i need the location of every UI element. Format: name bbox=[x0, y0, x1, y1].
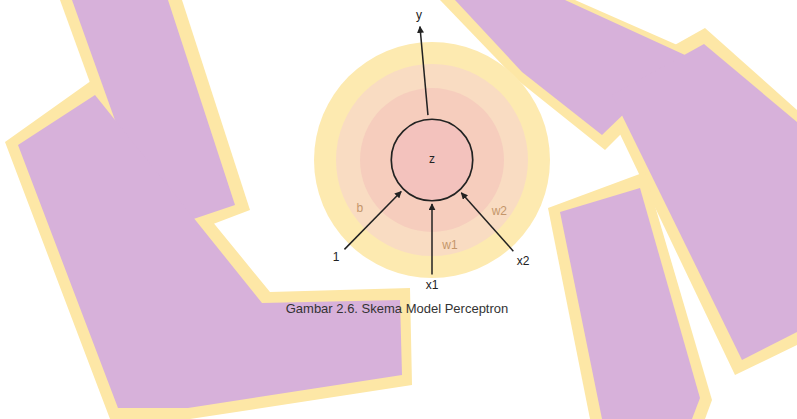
node-label: x1 bbox=[426, 279, 439, 292]
weighted-arrow bbox=[461, 193, 513, 251]
node-label: 1 bbox=[333, 251, 340, 264]
input-node: 1 bbox=[330, 249, 343, 266]
weighted-arrow bbox=[344, 191, 401, 249]
input-node: x2 bbox=[514, 253, 533, 270]
weighted-arrow bbox=[431, 204, 433, 274]
weight-label: b bbox=[356, 202, 363, 215]
weighted-arrow bbox=[420, 27, 428, 116]
node-label: x2 bbox=[517, 255, 530, 268]
node-label: y bbox=[416, 9, 422, 22]
figure-caption: Gambar 2.6. Skema Model Perceptron bbox=[286, 301, 509, 316]
weight-label: w1 bbox=[442, 239, 457, 252]
weight-label: w2 bbox=[492, 205, 507, 218]
input-node: x1 bbox=[423, 277, 442, 294]
input-node: y bbox=[413, 7, 425, 24]
node-label: z bbox=[429, 153, 435, 166]
neuron-circle: z bbox=[390, 118, 474, 202]
